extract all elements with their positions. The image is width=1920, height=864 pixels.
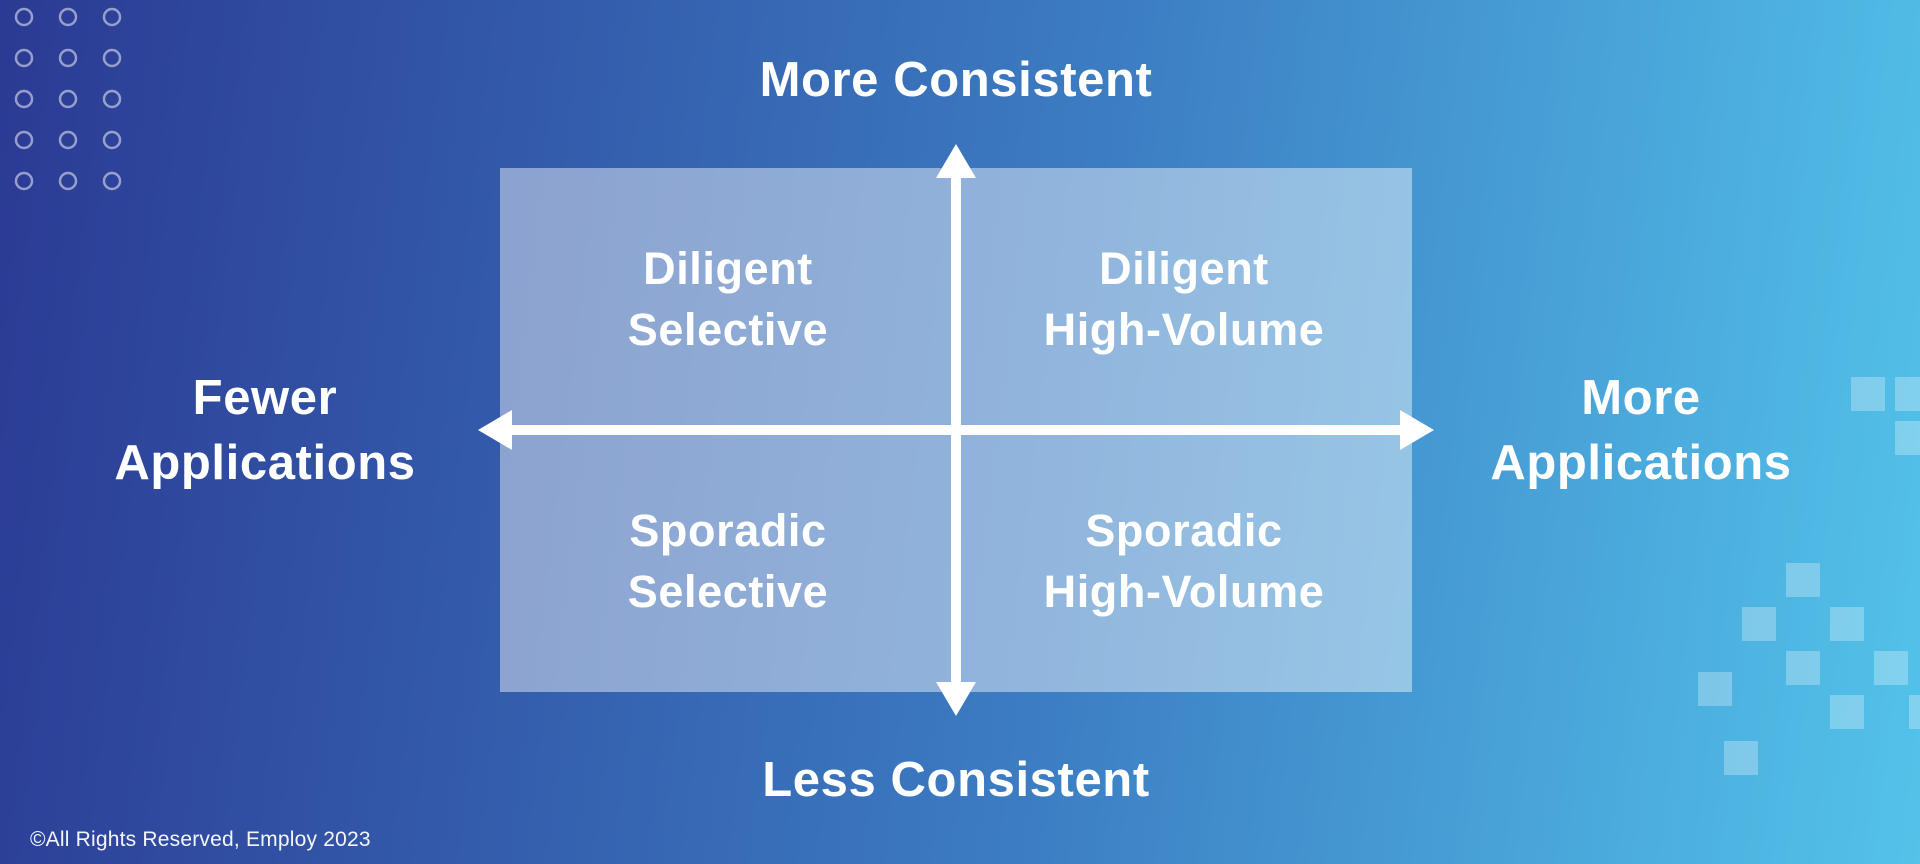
quadrant-sporadic-selective: Sporadic Selective — [500, 430, 956, 692]
quadrant-label-line: Selective — [627, 566, 829, 617]
quadrant-sporadic-high-volume: Sporadic High-Volume — [956, 430, 1412, 692]
axis-label-more-applications: More Applications — [1490, 366, 1791, 496]
quadrant-label-line: Diligent — [643, 243, 813, 294]
axis-label-less-consistent: Less Consistent — [762, 753, 1150, 807]
quadrant-label-line: High-Volume — [1043, 566, 1325, 617]
quadrant-label-line: Sporadic — [629, 505, 827, 556]
axis-label-line: Fewer — [192, 371, 338, 425]
copyright-text: ©All Rights Reserved, Employ 2023 — [30, 828, 371, 851]
axis-label-fewer-applications: Fewer Applications — [114, 366, 415, 496]
quadrant-matrix: Diligent Selective Diligent High-Volume … — [500, 168, 1412, 692]
quadrant-diligent-high-volume: Diligent High-Volume — [956, 168, 1412, 430]
circle-grid-icon — [14, 7, 122, 191]
quadrant-diligent-selective: Diligent Selective — [500, 168, 956, 430]
quadrant-label-line: Sporadic — [1085, 505, 1283, 556]
quadrant-label-line: Selective — [627, 304, 829, 355]
quadrant-label-line: Diligent — [1099, 243, 1269, 294]
axis-label-more-consistent: More Consistent — [759, 53, 1153, 107]
axis-label-line: More — [1581, 371, 1701, 425]
axis-label-line: Applications — [1490, 436, 1792, 490]
axis-label-line: Applications — [114, 436, 416, 490]
quadrant-label-line: High-Volume — [1043, 304, 1325, 355]
